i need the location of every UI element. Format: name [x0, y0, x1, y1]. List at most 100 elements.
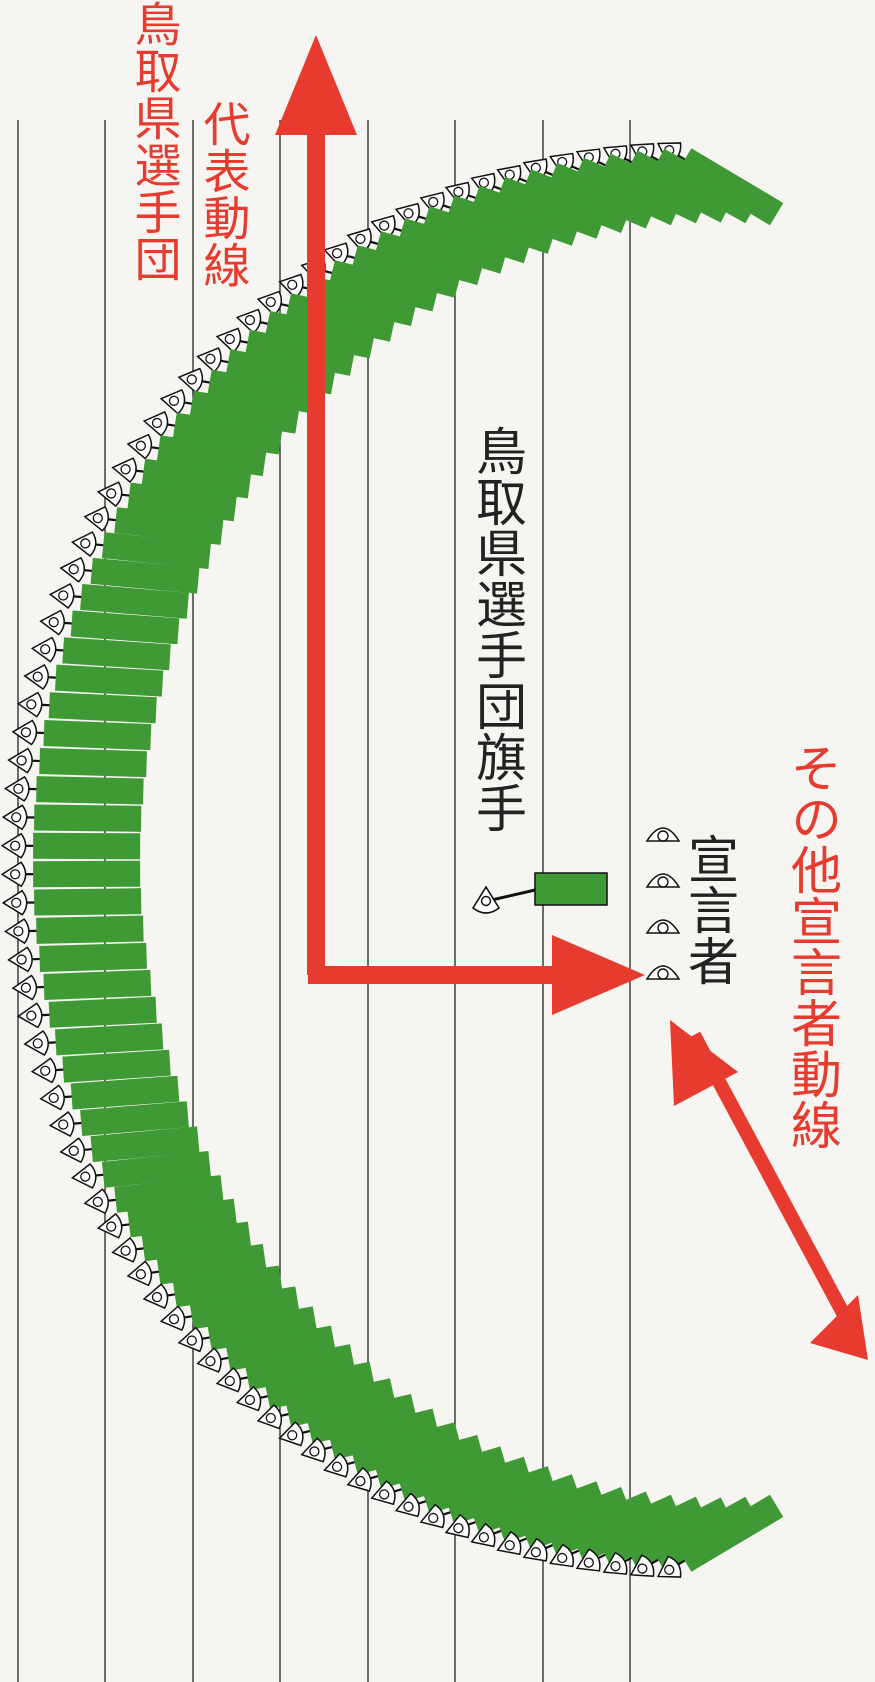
flag-bearer	[16, 691, 157, 724]
flag-bearer	[23, 1023, 164, 1057]
flag-bearer-figure	[30, 636, 57, 663]
flag-bearer-figure	[278, 273, 304, 299]
tottori-flag-bearer	[471, 872, 608, 914]
flag-bearer-figure	[159, 388, 186, 415]
flag-bearer-figure	[278, 1421, 304, 1447]
flag-bearer	[48, 583, 189, 619]
flag-bearer	[3, 915, 144, 945]
flag-bearer	[39, 609, 180, 645]
flag-bearer-figure	[177, 1326, 204, 1353]
flag-bearer	[70, 531, 211, 569]
flag-bearer	[7, 942, 147, 973]
flag-bearer-figure	[16, 1002, 43, 1029]
flag-bearer-figure	[470, 1522, 496, 1548]
other-declarers-route-label: その他宣言者動線	[782, 742, 843, 1150]
flag-bearer-figure	[39, 609, 65, 636]
flag-bearer	[59, 556, 200, 594]
flag-bearer-figure	[0, 832, 27, 859]
flag-bearer-figure	[23, 1030, 49, 1057]
flag-bearer-figure	[7, 946, 33, 973]
flag-bearer-figure	[11, 719, 38, 746]
flag-bearer	[59, 1126, 200, 1164]
flag-bearer	[7, 747, 147, 778]
flag-bearer	[0, 832, 141, 860]
flag-bearer-figure	[142, 1283, 169, 1309]
flag-bearer-figure	[70, 531, 97, 557]
declarer-group	[645, 827, 681, 980]
flag-bearer-figure	[471, 885, 501, 914]
flag-bearer-figure	[48, 1111, 75, 1137]
flag-bearer-figure	[215, 1367, 242, 1393]
flag-bearer-figure	[111, 1237, 137, 1263]
flag-bearer	[323, 1422, 462, 1478]
flag-bearer	[256, 1378, 396, 1430]
flag-bearer-figure	[30, 1057, 57, 1084]
flag-bearer-figure	[370, 1480, 396, 1506]
flag-bearer-figure	[444, 1513, 470, 1539]
flag-bearer	[111, 1221, 252, 1263]
flag-bearer-figure	[142, 411, 169, 437]
flag-bearer	[48, 1101, 189, 1137]
flag-bearer	[159, 1286, 300, 1332]
flag-bearer	[70, 1151, 211, 1189]
flag-bearer-figure	[126, 433, 153, 460]
flag-bearer	[235, 1361, 375, 1412]
flag-bearer	[278, 273, 417, 327]
flag-bearer-figure	[111, 457, 137, 483]
declarer-figure	[645, 965, 681, 980]
tottori-rep-route-arrow	[275, 35, 645, 1015]
tottori-rep-route-label-line2: 代表動線	[195, 100, 251, 288]
flag-bearer-figure	[96, 1212, 123, 1239]
flag-bearer-figure	[522, 1537, 548, 1562]
flag-bearer	[278, 1393, 417, 1447]
flag-bearer-figure	[323, 1452, 349, 1478]
flag-bearer-figure	[96, 481, 123, 508]
flag-bearer	[215, 1344, 355, 1393]
flag-bearer-figure	[3, 775, 30, 802]
flag-bearer-figure	[23, 663, 49, 690]
flag-bearer	[142, 1265, 283, 1309]
flag-bearer-figure	[126, 1260, 153, 1287]
flag-bearer	[656, 1494, 784, 1578]
flag-bearer-label: 鳥取県選手団旗手	[467, 425, 527, 833]
flag-bearer-figure	[0, 861, 27, 888]
flag-bearer	[30, 1049, 171, 1084]
flag-bearer-figure	[70, 1163, 97, 1189]
flag-bearer-figure	[16, 691, 43, 718]
flag-bearer-figure	[629, 1554, 655, 1577]
flag-bearer	[83, 505, 224, 545]
flag-bearer	[346, 1434, 485, 1492]
flag-bearer-figure	[346, 1466, 372, 1492]
flag-bearer	[1, 888, 142, 916]
other-declarers-route-arrow	[670, 1020, 868, 1360]
tottori-rep-route-label-line1: 鳥取県選手団	[126, 0, 181, 282]
flag-bearer-figure	[83, 1188, 110, 1215]
declarer-figure	[645, 827, 681, 842]
flag-bearer	[111, 457, 252, 499]
flag-bearer-figure	[159, 1305, 186, 1332]
flag-bearer-arc	[0, 142, 784, 1578]
flag-bearer-figure	[256, 1403, 283, 1430]
flag-bearer	[549, 152, 682, 226]
flag-bearer	[39, 1075, 180, 1111]
flag-bearer-figure	[496, 1530, 522, 1556]
flag-bearer-figure	[7, 747, 33, 774]
flag-bearer	[23, 663, 164, 697]
flag-bearer-figure	[83, 505, 110, 532]
flag-bearer	[11, 969, 152, 1001]
flag-bearer	[11, 719, 152, 751]
flag-bearer-figure	[39, 1084, 65, 1111]
flag-bearer	[1, 804, 142, 832]
flag-bearer-figure	[1, 889, 28, 916]
flag-bearer-figure	[1, 804, 28, 831]
flag-bearer	[323, 242, 462, 298]
flag-bearer	[196, 1325, 336, 1373]
flag-bearer-figure	[235, 1385, 262, 1412]
flag-bearer	[0, 860, 141, 888]
flag-bearer-figure	[419, 1503, 445, 1529]
flag-bearer-figure	[394, 1492, 420, 1518]
flag-bearer	[142, 411, 283, 455]
flag-bearer	[30, 636, 171, 671]
declarer-figure	[645, 919, 681, 934]
